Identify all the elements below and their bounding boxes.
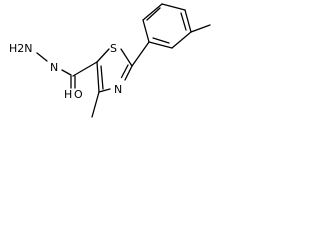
bond-ph-4 — [161, 3, 186, 11]
atom-label-o: O — [74, 88, 83, 101]
bond-c2-n3-2 — [120, 64, 129, 79]
molecule-structure: H2N N H O S N — [9, 3, 211, 118]
bond-carbonyl-c5 — [72, 61, 98, 77]
bond-c4-methyl — [91, 91, 100, 118]
bond-c5-s1 — [96, 48, 110, 63]
bond-c2-phenyl — [131, 41, 150, 67]
atom-labels: H2N N H O S N — [9, 42, 122, 101]
bond-s1-c2 — [120, 48, 133, 67]
atom-label-n: N — [50, 61, 58, 74]
atom-label-s: S — [110, 42, 117, 55]
atom-label-ring-n: N — [114, 83, 122, 96]
bond-c2-n3-1 — [124, 65, 133, 81]
bond-ph-5 — [142, 3, 163, 21]
bond-n-carbonyl-c — [61, 69, 72, 76]
bond-n3-c4 — [98, 88, 111, 93]
atom-label-h: H — [64, 88, 72, 101]
bond-h2n-n — [36, 52, 48, 62]
bond-ph-6 — [142, 19, 150, 43]
bond-ph-1 — [148, 41, 173, 49]
bond-ph-inner-2 — [180, 12, 187, 31]
bond-c4-c5-2 — [100, 65, 104, 90]
atom-label-h2n: H2N — [9, 42, 33, 55]
bond-ph-inner-1 — [152, 37, 170, 44]
bond-ph-inner-3 — [146, 7, 161, 21]
bond-ph-2 — [171, 31, 192, 49]
bond-c4-c5-1 — [96, 61, 100, 93]
bond-ph-methyl — [190, 24, 211, 33]
bonds — [36, 3, 211, 118]
bond-ph-3 — [184, 9, 192, 33]
